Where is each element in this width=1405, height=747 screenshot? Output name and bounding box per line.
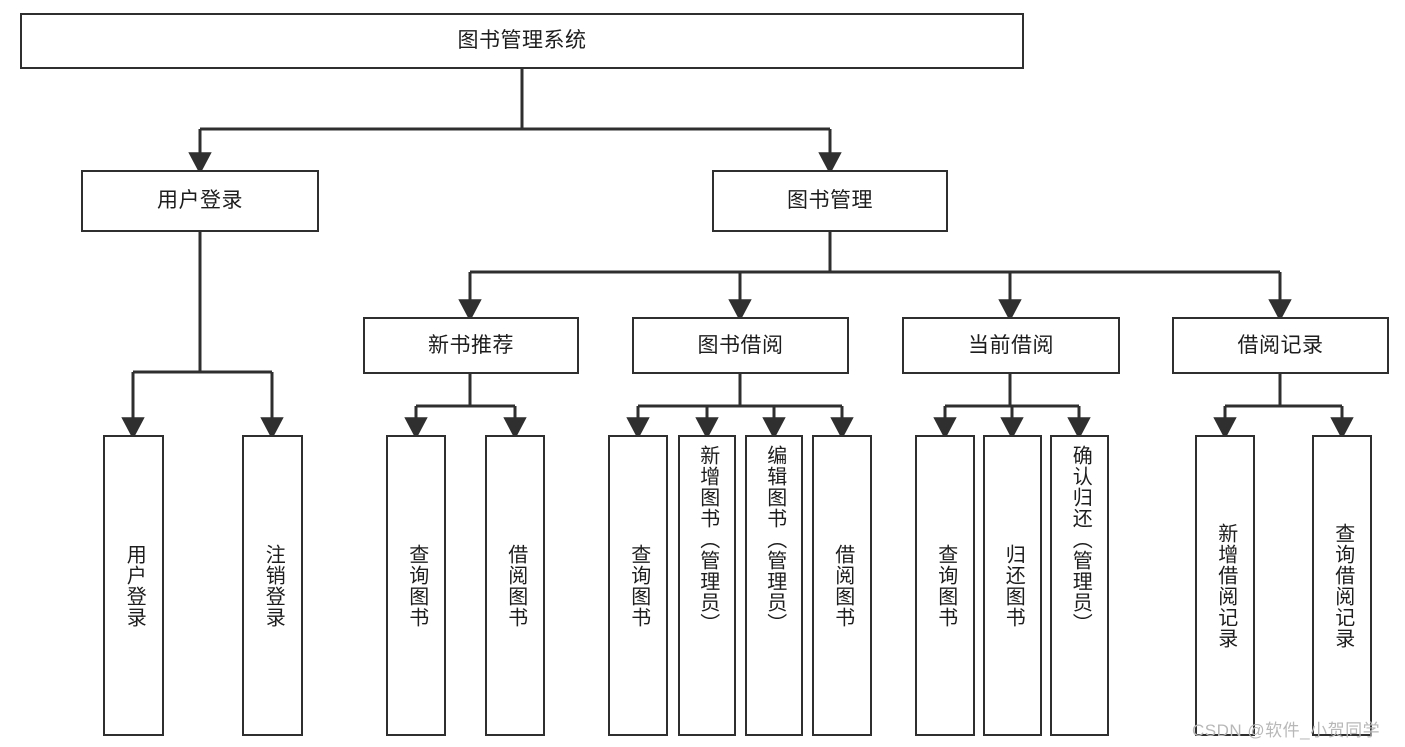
node-leaf-borrow-book-1[interactable]: 借阅图书 (485, 435, 545, 736)
node-user-login[interactable]: 用户登录 (81, 170, 319, 232)
node-leaf-query-record-label: 查询借阅记录 (1331, 522, 1354, 649)
node-book-manage-label: 图书管理 (787, 189, 873, 213)
node-borrow-record[interactable]: 借阅记录 (1172, 317, 1389, 374)
node-borrow-record-label: 借阅记录 (1237, 333, 1324, 357)
node-leaf-confirm-return[interactable]: 确认归还（管理员） (1050, 435, 1109, 736)
node-leaf-borrow-book-1-label: 借阅图书 (504, 543, 527, 628)
node-leaf-query-book-1[interactable]: 查询图书 (386, 435, 446, 736)
node-leaf-query-book-1-label: 查询图书 (405, 543, 428, 628)
node-leaf-add-record-label: 新增借阅记录 (1214, 522, 1237, 649)
node-leaf-confirm-return-label: 确认归还（管理员） (1069, 445, 1092, 634)
node-book-manage[interactable]: 图书管理 (712, 170, 948, 232)
node-leaf-add-book[interactable]: 新增图书（管理员） (678, 435, 736, 736)
node-book-borrow-label: 图书借阅 (697, 333, 784, 357)
node-leaf-query-book-3[interactable]: 查询图书 (915, 435, 975, 736)
node-leaf-logout[interactable]: 注销登录 (242, 435, 303, 736)
node-leaf-query-book-2-label: 查询图书 (627, 543, 650, 628)
node-leaf-return-book-label: 归还图书 (1002, 543, 1025, 628)
node-leaf-add-book-label: 新增图书（管理员） (696, 445, 719, 634)
node-root-label: 图书管理系统 (457, 29, 587, 53)
node-user-login-label: 用户登录 (157, 189, 243, 213)
node-current-borrow[interactable]: 当前借阅 (902, 317, 1120, 374)
node-leaf-edit-book-label: 编辑图书（管理员） (763, 445, 786, 634)
node-leaf-edit-book[interactable]: 编辑图书（管理员） (745, 435, 803, 736)
node-leaf-query-book-3-label: 查询图书 (934, 543, 957, 628)
node-new-book-recommend[interactable]: 新书推荐 (363, 317, 579, 374)
node-current-borrow-label: 当前借阅 (968, 333, 1054, 357)
node-leaf-query-book-2[interactable]: 查询图书 (608, 435, 668, 736)
node-leaf-logout-label: 注销登录 (262, 543, 285, 628)
node-leaf-return-book[interactable]: 归还图书 (983, 435, 1042, 736)
node-new-book-recommend-label: 新书推荐 (428, 333, 514, 357)
node-leaf-user-login-label: 用户登录 (123, 543, 146, 628)
node-leaf-add-record[interactable]: 新增借阅记录 (1195, 435, 1255, 736)
node-leaf-user-login[interactable]: 用户登录 (103, 435, 164, 736)
node-book-borrow[interactable]: 图书借阅 (632, 317, 849, 374)
node-leaf-borrow-book-2-label: 借阅图书 (831, 543, 854, 628)
node-root[interactable]: 图书管理系统 (20, 13, 1024, 69)
node-leaf-query-record[interactable]: 查询借阅记录 (1312, 435, 1372, 736)
node-leaf-borrow-book-2[interactable]: 借阅图书 (812, 435, 872, 736)
